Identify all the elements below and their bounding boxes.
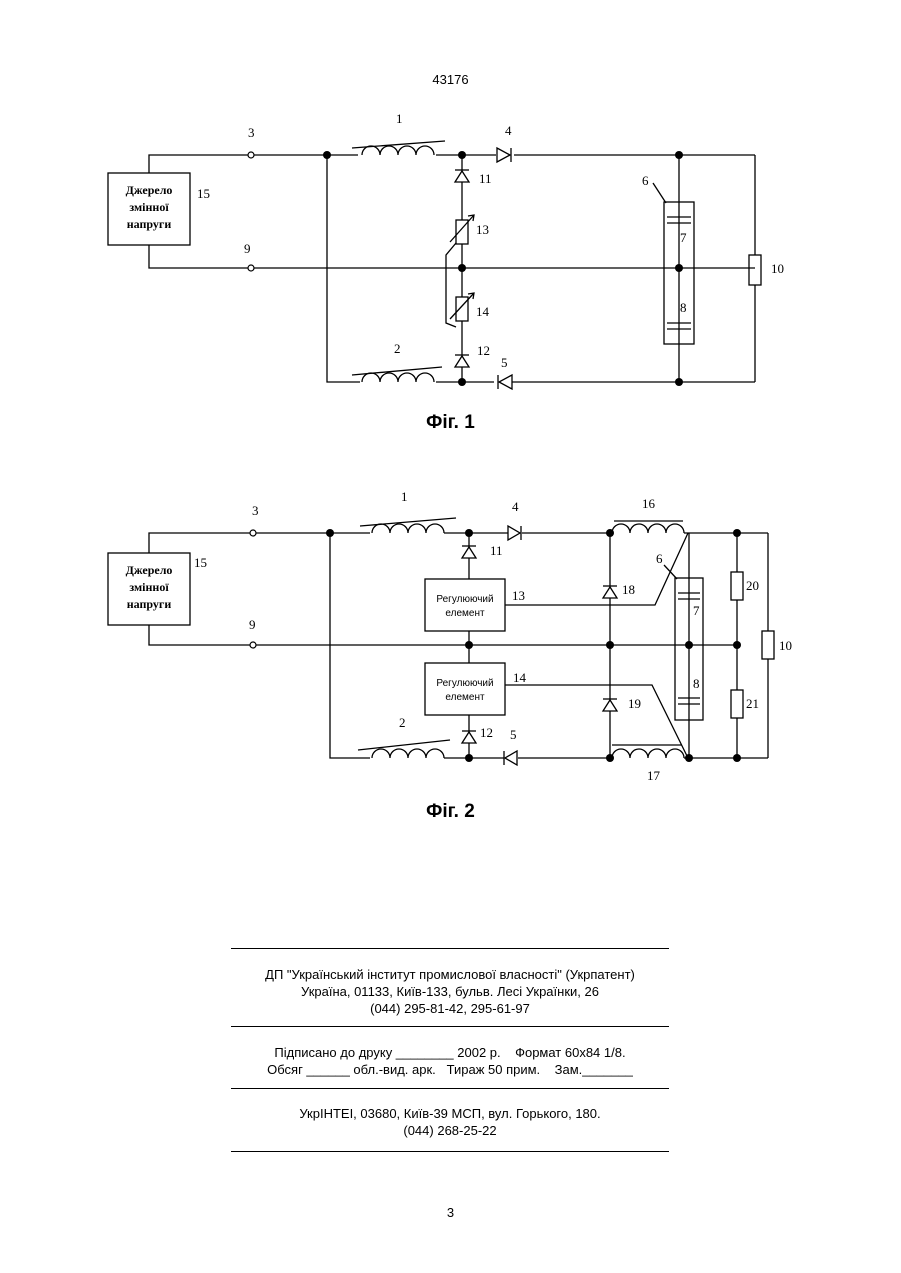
- printer-block: УкрІНТЕІ, 03680, Київ-39 МСП, вул. Горьк…: [200, 1105, 700, 1139]
- label-6: 6: [642, 173, 649, 188]
- label-5: 5: [510, 727, 517, 742]
- label-12: 12: [480, 725, 493, 740]
- figure-1-diagram: Джерело змінної напруги 1 2 3 4 5 6 7 8 …: [0, 105, 901, 405]
- label-9: 9: [244, 241, 251, 256]
- label-5: 5: [501, 355, 508, 370]
- page-number: 3: [0, 1205, 901, 1220]
- figure-2-diagram: Джерело змінної напруги Регулюючий елеме…: [0, 485, 901, 790]
- print-signed-line: Підписано до друку ________ 2002 р. Форм…: [200, 1044, 700, 1061]
- label-11: 11: [490, 543, 503, 558]
- source-label-line2: змінної: [129, 200, 169, 214]
- regulator-top-line1: Регулюючий: [436, 594, 493, 605]
- label-10: 10: [779, 638, 792, 653]
- source-label-line3: напруги: [127, 597, 172, 611]
- label-13: 13: [512, 588, 525, 603]
- divider: [231, 1088, 669, 1089]
- label-3: 3: [252, 503, 259, 518]
- publisher-phone: (044) 295-81-42, 295-61-97: [200, 1000, 700, 1017]
- regulator-bottom-line1: Регулюючий: [436, 678, 493, 689]
- label-19: 19: [628, 696, 641, 711]
- label-13: 13: [476, 222, 489, 237]
- regulator-top-line2: елемент: [445, 608, 485, 619]
- label-7: 7: [693, 603, 700, 618]
- label-11: 11: [479, 171, 492, 186]
- label-8: 8: [680, 300, 687, 315]
- regulator-bottom-line2: елемент: [445, 692, 485, 703]
- label-1: 1: [401, 489, 408, 504]
- print-volume-line: Обсяг ______ обл.-вид. арк. Тираж 50 при…: [200, 1061, 700, 1078]
- print-info-block: Підписано до друку ________ 2002 р. Форм…: [200, 1044, 700, 1078]
- label-3: 3: [248, 125, 255, 140]
- source-label-line1: Джерело: [126, 563, 173, 577]
- source-label-line2: змінної: [129, 580, 169, 594]
- label-1: 1: [396, 111, 403, 126]
- figure-2-caption: Фіг. 2: [0, 801, 901, 823]
- printer-phone: (044) 268-25-22: [200, 1122, 700, 1139]
- label-14: 14: [513, 670, 527, 685]
- label-17: 17: [647, 768, 661, 783]
- printer-address: УкрІНТЕІ, 03680, Київ-39 МСП, вул. Горьк…: [200, 1105, 700, 1122]
- label-16: 16: [642, 496, 656, 511]
- label-20: 20: [746, 578, 759, 593]
- label-15: 15: [197, 186, 210, 201]
- label-12: 12: [477, 343, 490, 358]
- label-14: 14: [476, 304, 490, 319]
- publisher-block: ДП "Український інститут промислової вла…: [200, 966, 700, 1017]
- label-7: 7: [680, 230, 687, 245]
- label-2: 2: [399, 715, 406, 730]
- label-15: 15: [194, 555, 207, 570]
- label-10: 10: [771, 261, 784, 276]
- divider: [231, 1151, 669, 1152]
- label-6: 6: [656, 551, 663, 566]
- label-9: 9: [249, 617, 256, 632]
- divider: [231, 948, 669, 949]
- source-label-line3: напруги: [127, 217, 172, 231]
- document-number: 43176: [0, 72, 901, 87]
- label-18: 18: [622, 582, 635, 597]
- label-21: 21: [746, 696, 759, 711]
- source-label-line1: Джерело: [126, 183, 173, 197]
- label-4: 4: [512, 499, 519, 514]
- label-4: 4: [505, 123, 512, 138]
- label-8: 8: [693, 676, 700, 691]
- label-2: 2: [394, 341, 401, 356]
- divider: [231, 1026, 669, 1027]
- publisher-address: Україна, 01133, Київ-133, бульв. Лесі Ук…: [200, 983, 700, 1000]
- figure-1-caption: Фіг. 1: [0, 412, 901, 434]
- publisher-name: ДП "Український інститут промислової вла…: [200, 966, 700, 983]
